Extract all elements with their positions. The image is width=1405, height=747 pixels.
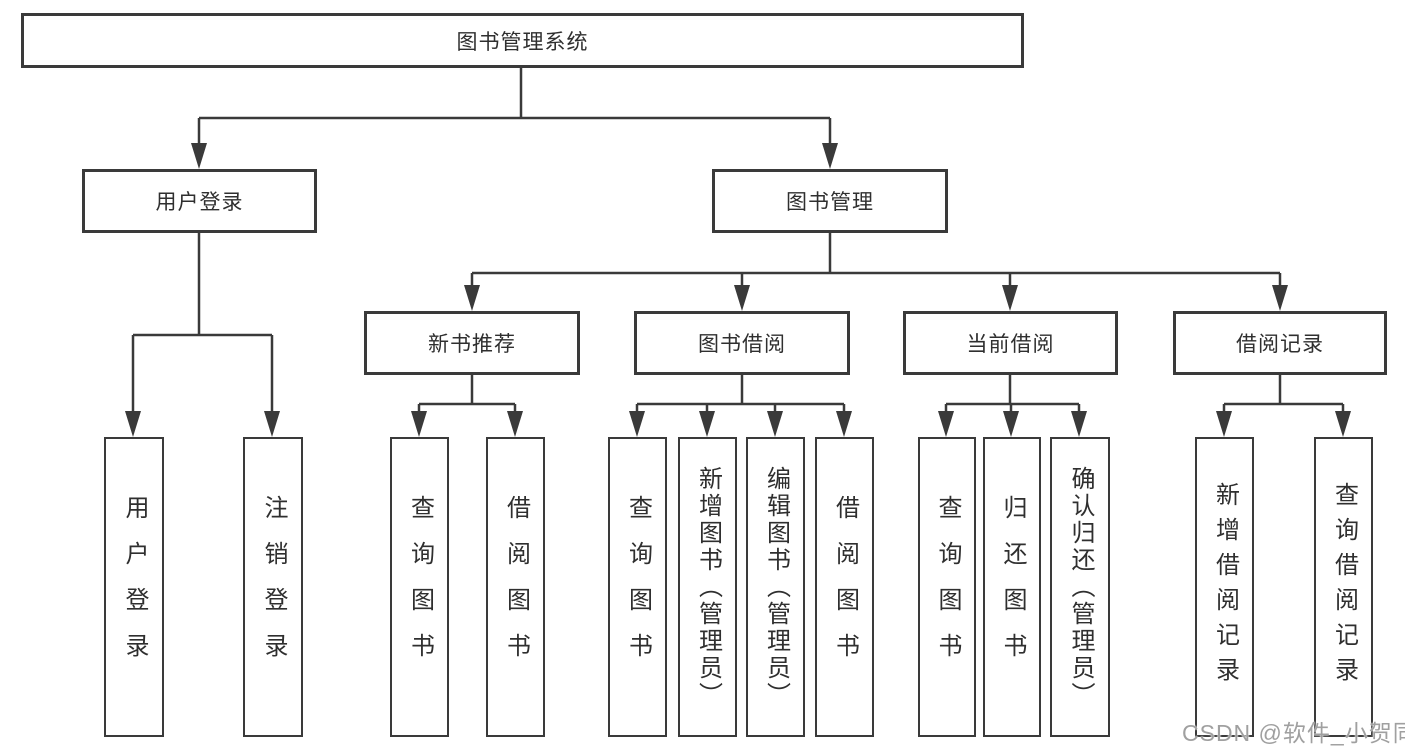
leaf-query-books-borrow: 查询图书 <box>608 437 667 737</box>
leaf-label: 查询图书 <box>934 495 961 679</box>
leaf-label: 查询图书 <box>624 495 652 679</box>
node-label: 用户登录 <box>155 191 244 214</box>
node-new-book-recommend: 新书推荐 <box>364 311 580 375</box>
leaf-borrow-books-recommend: 借阅图书 <box>486 437 545 737</box>
node-label: 图书借阅 <box>698 333 786 356</box>
leaf-query-books-recommend: 查询图书 <box>390 437 449 737</box>
leaf-label: 编辑图书（管理员） <box>762 465 790 709</box>
node-book-management-group: 图书管理 <box>712 169 948 233</box>
leaf-query-books-current: 查询图书 <box>918 437 976 737</box>
leaf-label: 归还图书 <box>999 495 1026 679</box>
leaf-borrow-books: 借阅图书 <box>815 437 874 737</box>
csdn-watermark: CSDN @软件_小贺同学 <box>1182 720 1405 746</box>
leaf-edit-books-admin: 编辑图书（管理员） <box>746 437 805 737</box>
leaf-logout: 注销登录 <box>243 437 303 737</box>
leaf-label: 借阅图书 <box>502 495 530 679</box>
leaf-label: 借阅图书 <box>831 495 859 679</box>
leaf-label: 确认归还（管理员） <box>1067 465 1094 709</box>
leaf-label: 用户登录 <box>121 495 148 679</box>
leaf-add-books-admin: 新增图书（管理员） <box>678 437 737 737</box>
node-user-login-group: 用户登录 <box>82 169 317 233</box>
node-label: 图书管理系统 <box>456 30 589 54</box>
node-label: 图书管理 <box>786 191 874 214</box>
leaf-label: 查询借阅记录 <box>1330 482 1358 692</box>
leaf-return-books: 归还图书 <box>983 437 1041 737</box>
leaf-add-borrow-record: 新增借阅记录 <box>1195 437 1254 737</box>
node-library-management-system: 图书管理系统 <box>21 13 1024 68</box>
arrowhead-triangles <box>125 143 1351 437</box>
leaf-label: 注销登录 <box>260 495 287 679</box>
connector-lines <box>131 68 1345 413</box>
node-label: 新书推荐 <box>428 333 516 356</box>
node-label: 当前借阅 <box>966 333 1055 356</box>
leaf-query-borrow-record: 查询借阅记录 <box>1314 437 1373 737</box>
leaf-label: 新增借阅记录 <box>1211 482 1239 692</box>
node-borrowing-records: 借阅记录 <box>1173 311 1387 375</box>
node-current-borrowing: 当前借阅 <box>903 311 1118 375</box>
leaf-confirm-return-admin: 确认归还（管理员） <box>1050 437 1110 737</box>
node-book-borrowing: 图书借阅 <box>634 311 850 375</box>
node-label: 借阅记录 <box>1236 333 1324 356</box>
leaf-label: 查询图书 <box>406 495 434 679</box>
leaf-label: 新增图书（管理员） <box>694 465 722 709</box>
leaf-user-login: 用户登录 <box>104 437 164 737</box>
